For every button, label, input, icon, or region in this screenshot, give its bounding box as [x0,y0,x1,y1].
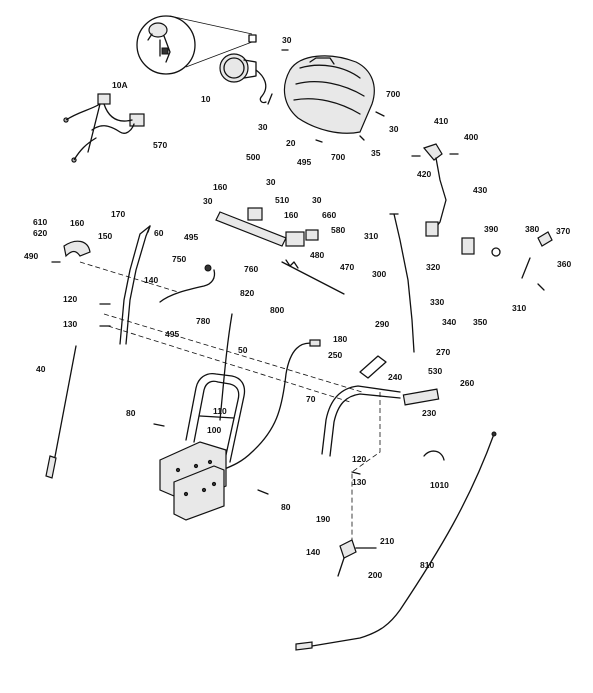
callout-30: 30 [389,124,399,134]
callout-110: 110 [213,406,227,416]
wiring-harness [63,93,145,163]
callout-810: 810 [420,560,434,570]
callout-320: 320 [426,262,440,272]
callout-490: 490 [24,251,38,261]
callout-130: 130 [352,477,366,487]
callout-495: 495 [184,232,198,242]
callout-270: 270 [436,347,450,357]
callout-160: 160 [284,210,298,220]
callout-470: 470 [340,262,354,272]
callout-230: 230 [422,408,436,418]
left-lever-parts [63,225,216,345]
callout-210: 210 [380,536,394,546]
callout-700: 700 [331,152,345,162]
callout-330: 330 [430,297,444,307]
callout-240: 240 [388,372,402,382]
callout-140: 140 [144,275,158,285]
callout-40: 40 [36,364,46,374]
cable-810 [295,431,497,651]
callout-30: 30 [203,196,213,206]
auger-control-rod [393,213,415,353]
callout-70: 70 [306,394,316,404]
callout-290: 290 [375,319,389,329]
callout-80: 80 [126,408,136,418]
callout-760: 760 [244,264,258,274]
callout-510: 510 [275,195,289,205]
callout-100: 100 [207,425,221,435]
callout-120: 120 [352,454,366,464]
control-lever-assembly [422,143,553,279]
callout-570: 570 [153,140,167,150]
callout-250: 250 [328,350,342,360]
callout-390: 390 [484,224,498,234]
callout-360: 360 [557,259,571,269]
callout-130: 130 [63,319,77,329]
callout-260: 260 [460,378,474,388]
hardware-fasteners [51,49,545,577]
callout-410: 410 [434,116,448,126]
callout-20: 20 [286,138,296,148]
callout-60: 60 [154,228,164,238]
callout-30: 30 [282,35,292,45]
callout-120: 120 [63,294,77,304]
callout-10: 10 [201,94,211,104]
callout-400: 400 [464,132,478,142]
callout-80: 80 [281,502,291,512]
center-bracket [215,207,345,295]
shift-rod [45,345,77,479]
dash-panel-cover [283,55,375,134]
callout-35: 35 [371,148,381,158]
callout-170: 170 [111,209,125,219]
callout-200: 200 [368,570,382,580]
headlight [219,53,267,104]
callout-610: 610 [33,217,47,227]
callout-495: 495 [165,329,179,339]
callout-500: 500 [246,152,260,162]
callout-340: 340 [442,317,456,327]
callout-50: 50 [238,345,248,355]
callout-30: 30 [266,177,276,187]
callout-160: 160 [70,218,84,228]
callout-700: 700 [386,89,400,99]
handle-mounting-plates [159,441,227,521]
callout-10A: 10A [112,80,128,90]
callout-495: 495 [297,157,311,167]
callout-190: 190 [316,514,330,524]
callout-780: 780 [196,316,210,326]
callout-430: 430 [473,185,487,195]
callout-480: 480 [310,250,324,260]
callout-150: 150 [98,231,112,241]
callout-labels: 10A 10 30 30 30 30 30 30 20 700 700 35 4… [24,35,571,580]
callout-310: 310 [364,231,378,241]
callout-140: 140 [306,547,320,557]
callout-1010: 1010 [430,480,449,490]
callout-750: 750 [172,254,186,264]
callout-160: 160 [213,182,227,192]
callout-660: 660 [322,210,336,220]
callout-370: 370 [556,226,570,236]
cable-clip [339,539,377,571]
callout-530: 530 [428,366,442,376]
callout-580: 580 [331,225,345,235]
callout-820: 820 [240,288,254,298]
callout-300: 300 [372,269,386,279]
assembly-guide-lines [79,261,381,542]
callout-620: 620 [33,228,47,238]
callout-420: 420 [417,169,431,179]
cable-800 [219,313,321,471]
callout-30: 30 [258,122,268,132]
callout-310: 310 [512,303,526,313]
headlight-detail-inset [136,15,257,75]
callout-800: 800 [270,305,284,315]
upper-handle [321,355,445,461]
callout-350: 350 [473,317,487,327]
callout-380: 380 [525,224,539,234]
callout-30: 30 [312,195,322,205]
callout-180: 180 [333,334,347,344]
